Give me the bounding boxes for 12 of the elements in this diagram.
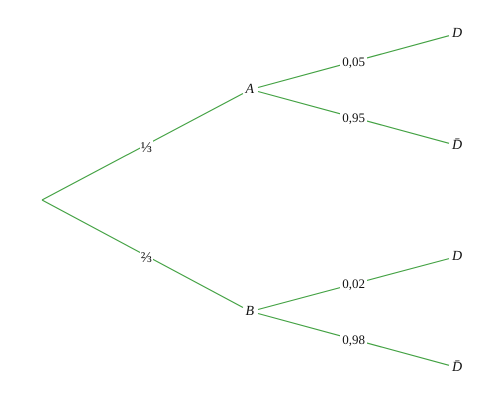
probability-label: 0,02 <box>340 277 367 291</box>
event-label: D <box>451 26 464 40</box>
event-label: D̄ <box>451 360 464 374</box>
probability-label: 0,98 <box>340 332 367 346</box>
tree-branch <box>42 93 244 200</box>
event-label: B <box>244 304 256 318</box>
probability-label: 0,95 <box>340 110 367 124</box>
event-label: A <box>244 82 256 96</box>
event-label: D̄ <box>451 138 464 152</box>
event-label: D <box>451 248 464 264</box>
tree-branch <box>42 200 244 308</box>
probability-label: 0,05 <box>340 54 367 68</box>
